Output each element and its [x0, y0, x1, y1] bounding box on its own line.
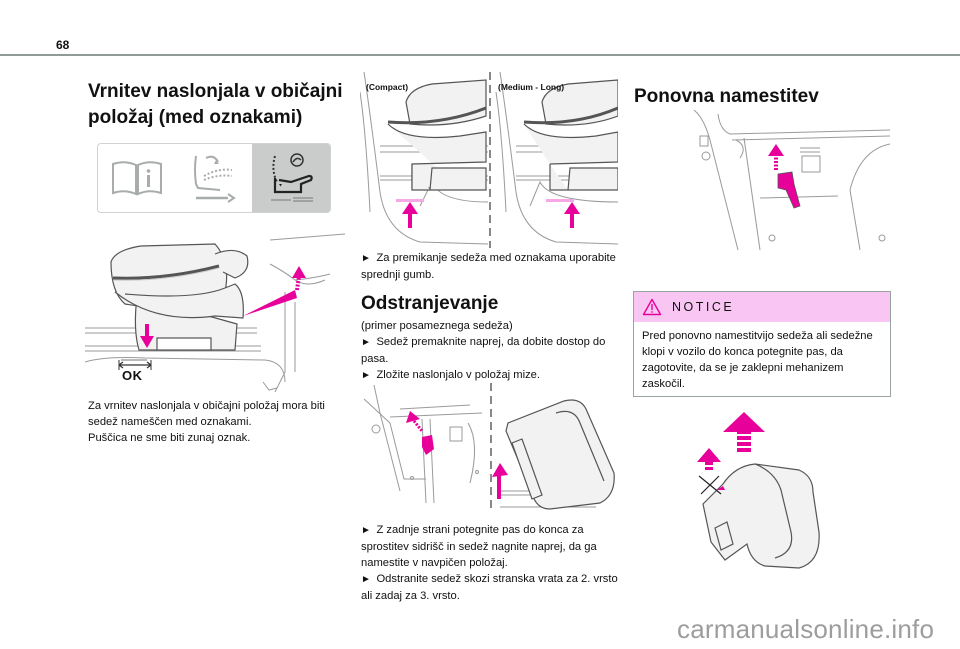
instruction-bullet: Zložite naslonjalo v položaj mize. — [361, 367, 623, 384]
warning-triangle-icon — [642, 298, 662, 316]
figure-label-compact: (Compact) — [366, 82, 409, 92]
figure-label-ok: OK — [122, 368, 143, 383]
book-info-icon — [98, 144, 175, 212]
up-arrow-icon — [723, 412, 765, 432]
removal-steps: Z zadnje strani potegnite pas do konca z… — [361, 522, 623, 604]
up-arrow-icon — [768, 144, 784, 156]
cross-mark-icon — [698, 475, 722, 495]
removal-section: Za premikanje sedeža med oznakama uporab… — [361, 250, 623, 384]
up-arrow-icon — [564, 202, 580, 214]
page-number: 68 — [56, 38, 70, 52]
figure-seat-between-marks: OK — [85, 232, 345, 392]
paragraph: Za vrnitev naslonjala v običajni položaj… — [88, 400, 325, 428]
seat-return-icon — [252, 144, 330, 212]
watermark: carmanualsonline.info — [677, 614, 935, 644]
figure-compact-vs-long: (Compact) (Medium - Long) — [360, 72, 618, 248]
figure-belt-release-and-tilt — [360, 383, 618, 513]
notice-title: NOTICE — [672, 300, 735, 314]
up-arrow-icon — [292, 266, 306, 278]
down-arrow-icon — [140, 336, 154, 348]
paragraph: Puščica ne sme biti zunaj oznak. — [88, 432, 251, 444]
figure-label-medium-long: (Medium - Long) — [498, 82, 565, 92]
section-heading-removal: Odstranjevanje — [361, 293, 499, 314]
section-heading-reinstall: Ponovna namestitev — [634, 86, 819, 107]
instruction-bullet: Odstranite sedež skozi stranska vrata za… — [361, 571, 623, 604]
section-heading-backrest: Vrnitev naslonjala v običajni položaj (m… — [88, 81, 343, 128]
up-arrow-icon — [406, 411, 420, 423]
instruction-bullet: Sedež premaknite naprej, da dobite dosto… — [361, 334, 623, 367]
figure-reinstall-lever — [690, 110, 890, 255]
section-note: (primer posameznega sedeža) — [361, 320, 513, 332]
up-arrow-icon — [697, 448, 721, 462]
backrest-instructions: Za vrnitev naslonjala v običajni položaj… — [88, 398, 350, 446]
notice-header: NOTICE — [634, 292, 890, 322]
up-arrow-icon — [402, 202, 418, 214]
figure-seat-lift-out — [695, 412, 835, 577]
instruction-bullet: Z zadnje strani potegnite pas do konca z… — [361, 522, 623, 571]
seat-fold-icon — [175, 144, 252, 212]
header-rule — [0, 54, 960, 56]
notice-text: Pred ponovno namestitvijo sedeža ali sed… — [642, 330, 873, 390]
pictogram-strip — [97, 143, 331, 213]
notice-box: NOTICE Pred ponovno namestitvijo sedeža … — [633, 291, 891, 397]
instruction-bullet: Za premikanje sedeža med oznakama uporab… — [361, 250, 623, 283]
up-arrow-icon — [492, 463, 508, 477]
